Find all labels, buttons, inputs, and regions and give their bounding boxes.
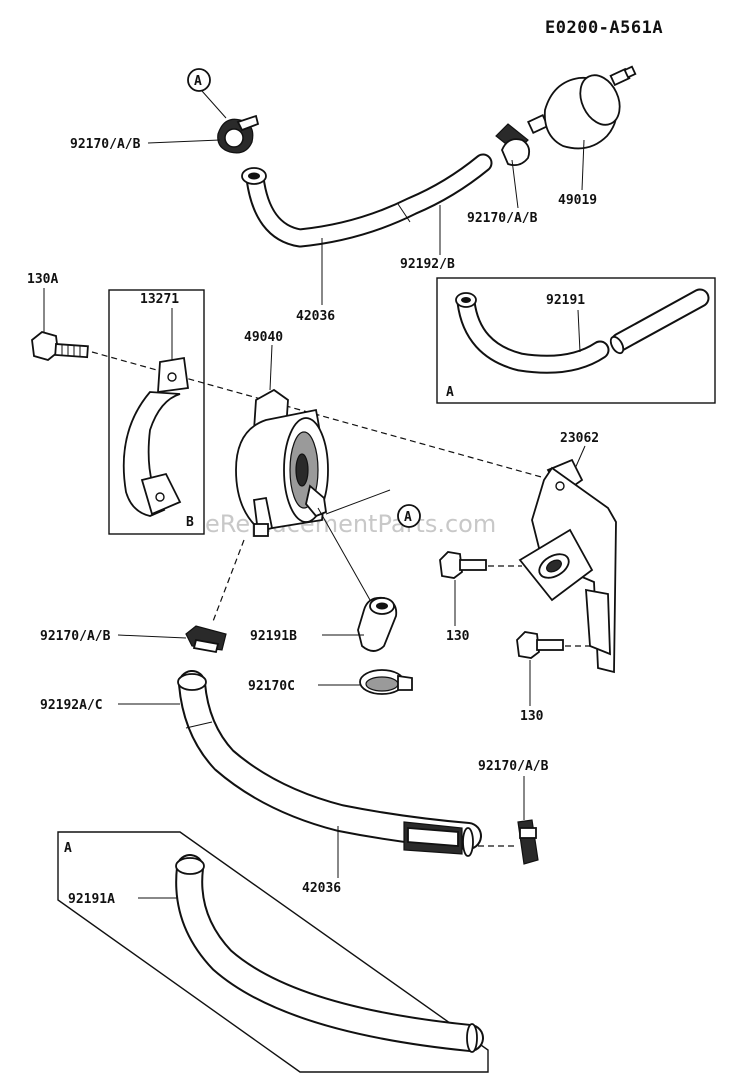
- label-clamp-top-left: 92170/A/B: [70, 137, 141, 152]
- label-bracket-23062: 23062: [560, 431, 599, 446]
- inset-a-bottom-letter: A: [64, 841, 72, 856]
- hose-clamp-top-left: [217, 114, 260, 154]
- callout-a-mid: A: [397, 504, 421, 528]
- leader-inset-hose-92191: [577, 309, 581, 353]
- bolt-130-upper: [439, 551, 522, 579]
- label-hose-42036-bottom: 42036: [302, 881, 341, 896]
- callout-a-top-letter: A: [194, 74, 202, 89]
- callout-a-mid-letter: A: [404, 510, 412, 525]
- leader-clamp-top-right: [511, 159, 519, 209]
- bracket-13271: [122, 356, 190, 517]
- leader-clamp-top-left: [147, 139, 221, 144]
- label-clamp-bottom-right: 92170/A/B: [478, 759, 549, 774]
- label-hose-92191b: 92191B: [250, 629, 297, 644]
- label-fuel-filter: 49019: [558, 193, 597, 208]
- label-hose-92192b: 92192/B: [400, 257, 455, 272]
- label-clamp-92170c: 92170C: [248, 679, 295, 694]
- label-clamp-mid-left: 92170/A/B: [40, 629, 111, 644]
- fuel-hose-42036-top: [241, 153, 493, 248]
- label-bracket-13271: 13271: [140, 292, 179, 307]
- hose-clamp-mid-left: [185, 625, 227, 654]
- leader-callout-a-mid: [325, 489, 391, 515]
- label-hose-92192ac: 92192A/C: [40, 698, 103, 713]
- diagram-code: E0200-A561A: [545, 18, 663, 38]
- inset-a-top-letter: A: [446, 385, 454, 400]
- bolt-130-lower: [516, 631, 594, 659]
- inset-a-top: A: [436, 277, 716, 404]
- label-bolt-130-upper: 130: [446, 629, 470, 644]
- fuel-pump-49040: [235, 388, 329, 537]
- label-inset-hose-92191: 92191: [546, 293, 585, 308]
- assembly-line-pump: [211, 539, 245, 625]
- hose-clamp-bottom-right: [517, 819, 539, 865]
- fuel-filter-49019: [527, 65, 637, 150]
- label-pump-49040: 49040: [244, 330, 283, 345]
- label-clamp-top-right: 92170/A/B: [467, 211, 538, 226]
- label-hose-42036-top: 42036: [296, 309, 335, 324]
- inset-b-letter: B: [186, 515, 194, 530]
- bolt-130a: [31, 331, 89, 361]
- leader-fuel-filter: [581, 139, 585, 191]
- assembly-line-bolt: [91, 351, 546, 479]
- label-bolt-130-lower: 130: [520, 709, 544, 724]
- fuel-hose-42036-bottom: [177, 670, 482, 857]
- label-bolt-130a: 130A: [27, 272, 58, 287]
- fuel-hose-92191b: [317, 507, 398, 652]
- callout-a-top: A: [187, 68, 227, 119]
- inset-b-bracket: B: [108, 289, 205, 535]
- leader-pump-49040: [269, 344, 273, 391]
- inset-a-bottom: A: [57, 831, 489, 1073]
- bracket-23062: [518, 458, 617, 674]
- hose-clamp-top-right: [495, 123, 531, 167]
- hose-clamp-92170c: [359, 669, 413, 695]
- leader-clamp-mid-left: [117, 634, 187, 639]
- label-inset-hose-92191a: 92191A: [68, 892, 115, 907]
